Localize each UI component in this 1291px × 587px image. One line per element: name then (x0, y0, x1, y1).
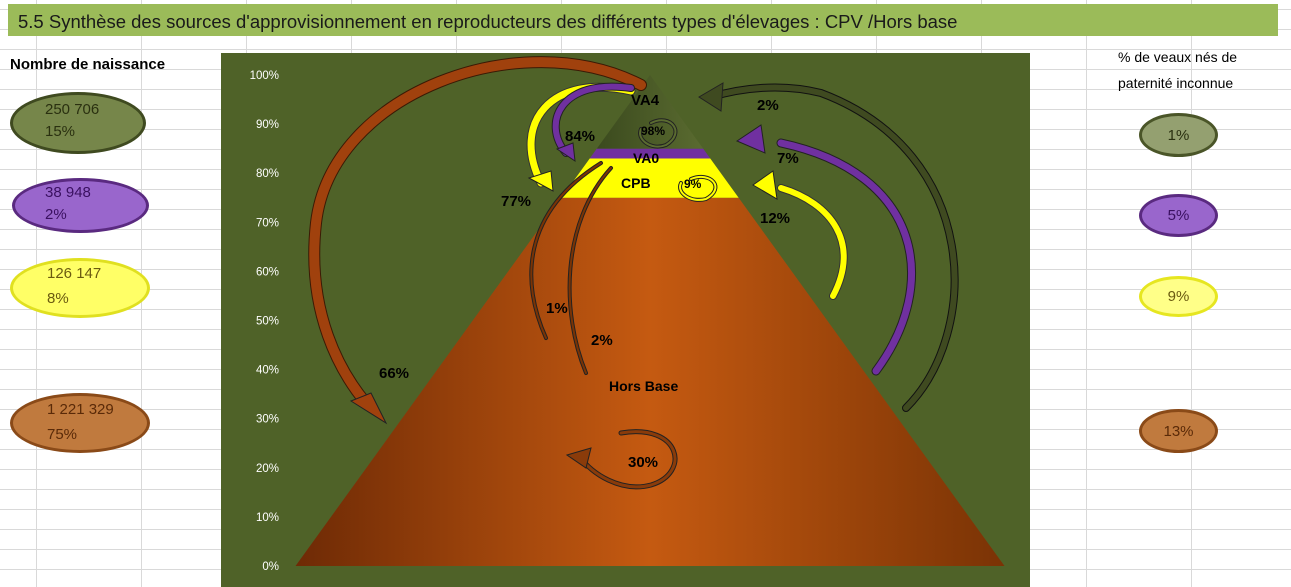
unknown-paternity-bubble-cpb: 9% (1139, 276, 1218, 317)
chart-label: 30% (628, 454, 658, 471)
chart-label: 66% (379, 365, 409, 382)
births-share-cpb: 8% (47, 290, 69, 307)
births-bubble-va0: 38 948 2% (12, 178, 149, 233)
y-tick-label: 20% (256, 463, 279, 475)
arrow-va4-self (639, 119, 677, 148)
arrow-horsbase-to-va4-head (698, 82, 724, 112)
births-share-horsbase: 75% (47, 426, 78, 443)
y-tick-label: 40% (256, 365, 279, 377)
chart-label: Hors Base (609, 378, 678, 394)
arrow-va4-to-cpb-head (527, 170, 554, 192)
y-tick-label: 0% (262, 561, 279, 573)
arrow-va4-to-va0-head (555, 142, 576, 163)
chart-label: 2% (591, 332, 613, 349)
unknown-paternity-horsbase: 13% (1163, 422, 1194, 440)
arrow-horsbase-self (579, 430, 677, 489)
y-tick-label: 90% (256, 119, 279, 131)
births-count-horsbase: 1 221 329 (47, 401, 114, 418)
arrow-cpb-self (679, 176, 717, 201)
unknown-paternity-header-line2: paternité inconnue (1118, 75, 1234, 91)
y-tick-label: 70% (256, 217, 279, 229)
arrow-horsbase-to-va4 (708, 84, 958, 411)
arrow-va4-to-horsbase (309, 57, 646, 408)
pyramid-layer-va0 (589, 148, 711, 159)
y-tick-label: 30% (256, 414, 279, 426)
arrow-va4-to-horsbase-head (349, 392, 388, 425)
births-header: Nombre de naissance (10, 56, 166, 73)
arrow-horsbase-to-cpb (778, 185, 847, 299)
chart-label: 12% (760, 210, 790, 227)
chart-label: 7% (777, 150, 799, 167)
births-bubble-horsbase: 1 221 329 75% (10, 393, 150, 453)
chart-label: 77% (501, 193, 531, 210)
y-tick-label: 60% (256, 266, 279, 278)
births-share-va4: 15% (45, 123, 76, 140)
unknown-paternity-bubble-va4: 1% (1139, 113, 1218, 157)
unknown-paternity-bubble-va0: 5% (1139, 194, 1218, 237)
pyramid-layer-cpb (561, 158, 739, 198)
unknown-paternity-va4: 1% (1167, 126, 1190, 144)
unknown-paternity-header-line1: % de veaux nés de (1118, 49, 1238, 65)
arrow-va4-to-va0 (552, 83, 634, 156)
chart-label: 98% (641, 124, 665, 138)
page-title: 5.5 Synthèse des sources d'approvisionne… (18, 11, 958, 32)
pyramid-chart: 100% 90% 80% 70% 60% 50% 40% 30% 20% 10% 0% VA4VA0… (221, 53, 1030, 587)
chart-label: 1% (546, 300, 568, 317)
y-tick-label: 50% (256, 316, 279, 328)
chart-label: 9% (684, 177, 702, 191)
chart-label: VA0 (633, 150, 659, 166)
births-share-va0: 2% (45, 206, 67, 223)
arrow-horsbase-to-va0-head (735, 124, 766, 154)
unknown-paternity-bubble-horsbase: 13% (1139, 409, 1218, 453)
arrow-horsbase-to-cpb-head (752, 170, 778, 200)
arrow-horsbase-self-head (565, 447, 592, 469)
births-count-cpb: 126 147 (47, 265, 102, 282)
births-count-va4: 250 706 (45, 101, 100, 118)
chart-label: CPB (621, 175, 651, 191)
births-count-va0: 38 948 (45, 184, 91, 201)
chart-label: 2% (757, 97, 779, 114)
unknown-paternity-va0: 5% (1167, 207, 1190, 224)
births-bubble-va4: 250 706 15% (10, 92, 146, 154)
arrow-horsbase-to-va0 (777, 139, 916, 375)
y-tick-label: 80% (256, 168, 279, 180)
y-tick-label: 10% (256, 512, 279, 524)
unknown-paternity-cpb: 9% (1167, 288, 1190, 305)
title-bar: 5.5 Synthèse des sources d'approvisionne… (8, 4, 1278, 36)
chart-label: VA4 (631, 92, 660, 109)
births-bubble-cpb: 126 147 8% (10, 258, 150, 318)
pyramid-layer-hors-base (295, 197, 1005, 566)
arrow-cpb-to-horsbase-2 (568, 167, 612, 374)
arrow-cpb-to-horsbase-1 (530, 162, 602, 339)
chart-label: 84% (565, 128, 595, 145)
y-tick-label: 100% (250, 70, 279, 82)
unknown-paternity-header: % de veaux nés de paternité inconnue (1118, 44, 1283, 96)
